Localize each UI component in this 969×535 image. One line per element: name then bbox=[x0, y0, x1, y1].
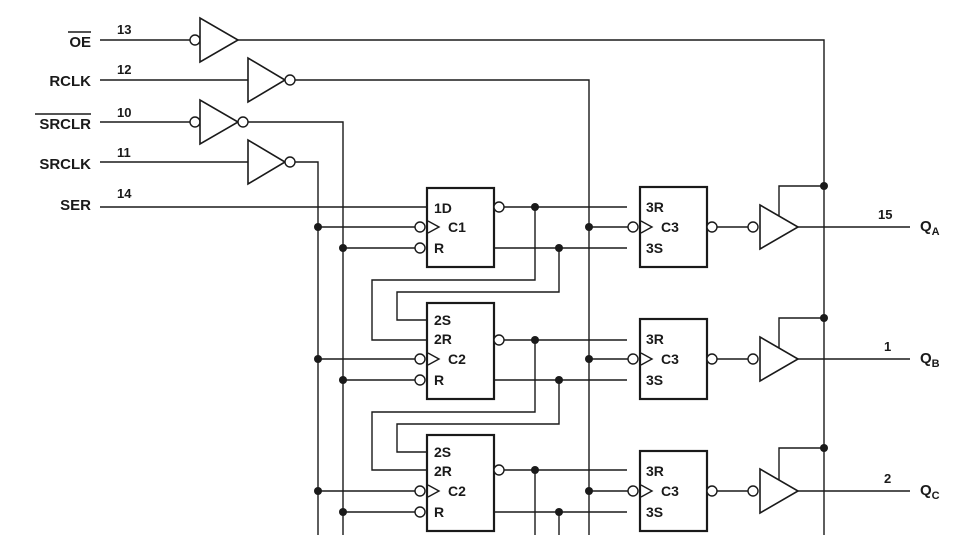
input-rclk: RCLK 12 bbox=[49, 62, 131, 90]
output-buffer-qa: 15 QA bbox=[747, 182, 940, 251]
buffer-triangle bbox=[247, 56, 287, 104]
shift-flipflop-3 bbox=[425, 433, 496, 533]
inverter-bubble bbox=[284, 74, 296, 86]
set-label: 3S bbox=[646, 372, 663, 388]
buffer-triangle bbox=[247, 138, 287, 186]
output-buffer-qc: 2 QC bbox=[747, 444, 940, 515]
buffer-triangle bbox=[199, 98, 240, 146]
reset-label: R bbox=[434, 372, 444, 388]
clock-label: C3 bbox=[661, 219, 679, 235]
output-qa-label: QA bbox=[920, 218, 940, 238]
clock-label: C2 bbox=[448, 351, 466, 367]
reset-label: 3R bbox=[646, 331, 664, 347]
rclk-buffer bbox=[100, 56, 590, 535]
shift-register-2: 2S 2R C2 R bbox=[314, 301, 627, 471]
input-oe-pin: 13 bbox=[117, 22, 131, 37]
output-qa-pin: 15 bbox=[878, 207, 892, 222]
reset-label: R bbox=[434, 504, 444, 520]
d-label: 2R bbox=[434, 331, 452, 347]
clock-label: C3 bbox=[661, 483, 679, 499]
output-qb-pin: 1 bbox=[884, 339, 891, 354]
input-srclk: SRCLK 11 bbox=[39, 145, 130, 173]
input-oe: OE 13 bbox=[68, 22, 131, 51]
input-srclr-pin: 10 bbox=[117, 105, 131, 120]
clock-label: C1 bbox=[448, 219, 466, 235]
input-oe-label: OE bbox=[69, 34, 91, 51]
inverter-bubble bbox=[237, 116, 249, 128]
d-label: 1D bbox=[434, 200, 452, 216]
input-srclk-label: SRCLK bbox=[39, 156, 91, 173]
set-label: 2S bbox=[434, 444, 451, 460]
buffer-triangle bbox=[199, 16, 240, 64]
shift-register-3: 2S 2R C2 R bbox=[314, 433, 627, 535]
output-buffer-qb: 1 QB bbox=[747, 314, 940, 383]
srclk-buffer bbox=[100, 138, 319, 535]
output-qb-label: QB bbox=[920, 350, 940, 370]
storage-register-2: 3R C3 3S bbox=[585, 317, 748, 401]
storage-register-1: 3R C3 3S bbox=[585, 185, 748, 269]
input-srclr: SRCLR 10 bbox=[35, 105, 131, 133]
srclr-buffer bbox=[100, 98, 344, 535]
inverter-bubble bbox=[284, 156, 296, 168]
input-ser-pin: 14 bbox=[117, 186, 132, 201]
set-label: 3S bbox=[646, 504, 663, 520]
reset-label: 3R bbox=[646, 199, 664, 215]
input-srclk-pin: 11 bbox=[117, 145, 131, 160]
input-rclk-label: RCLK bbox=[49, 73, 91, 90]
clock-label: C3 bbox=[661, 351, 679, 367]
output-qc-pin: 2 bbox=[884, 471, 891, 486]
inverter-bubble bbox=[189, 34, 201, 46]
input-ser: SER 14 bbox=[60, 186, 132, 214]
clock-label: C2 bbox=[448, 483, 466, 499]
inverter-bubble bbox=[189, 116, 201, 128]
shift-flipflop-2 bbox=[425, 301, 496, 401]
reset-label: 3R bbox=[646, 463, 664, 479]
set-label: 3S bbox=[646, 240, 663, 256]
output-qc-label: QC bbox=[920, 482, 940, 502]
oe-buffer bbox=[100, 16, 825, 535]
storage-register-3: 3R C3 3S bbox=[585, 449, 748, 533]
shift-register-1: 1D C1 R bbox=[314, 186, 627, 341]
input-rclk-pin: 12 bbox=[117, 62, 131, 77]
set-label: 2S bbox=[434, 312, 451, 328]
reset-label: R bbox=[434, 240, 444, 256]
d-label: 2R bbox=[434, 463, 452, 479]
input-srclr-label: SRCLR bbox=[39, 116, 91, 133]
input-ser-label: SER bbox=[60, 197, 91, 214]
